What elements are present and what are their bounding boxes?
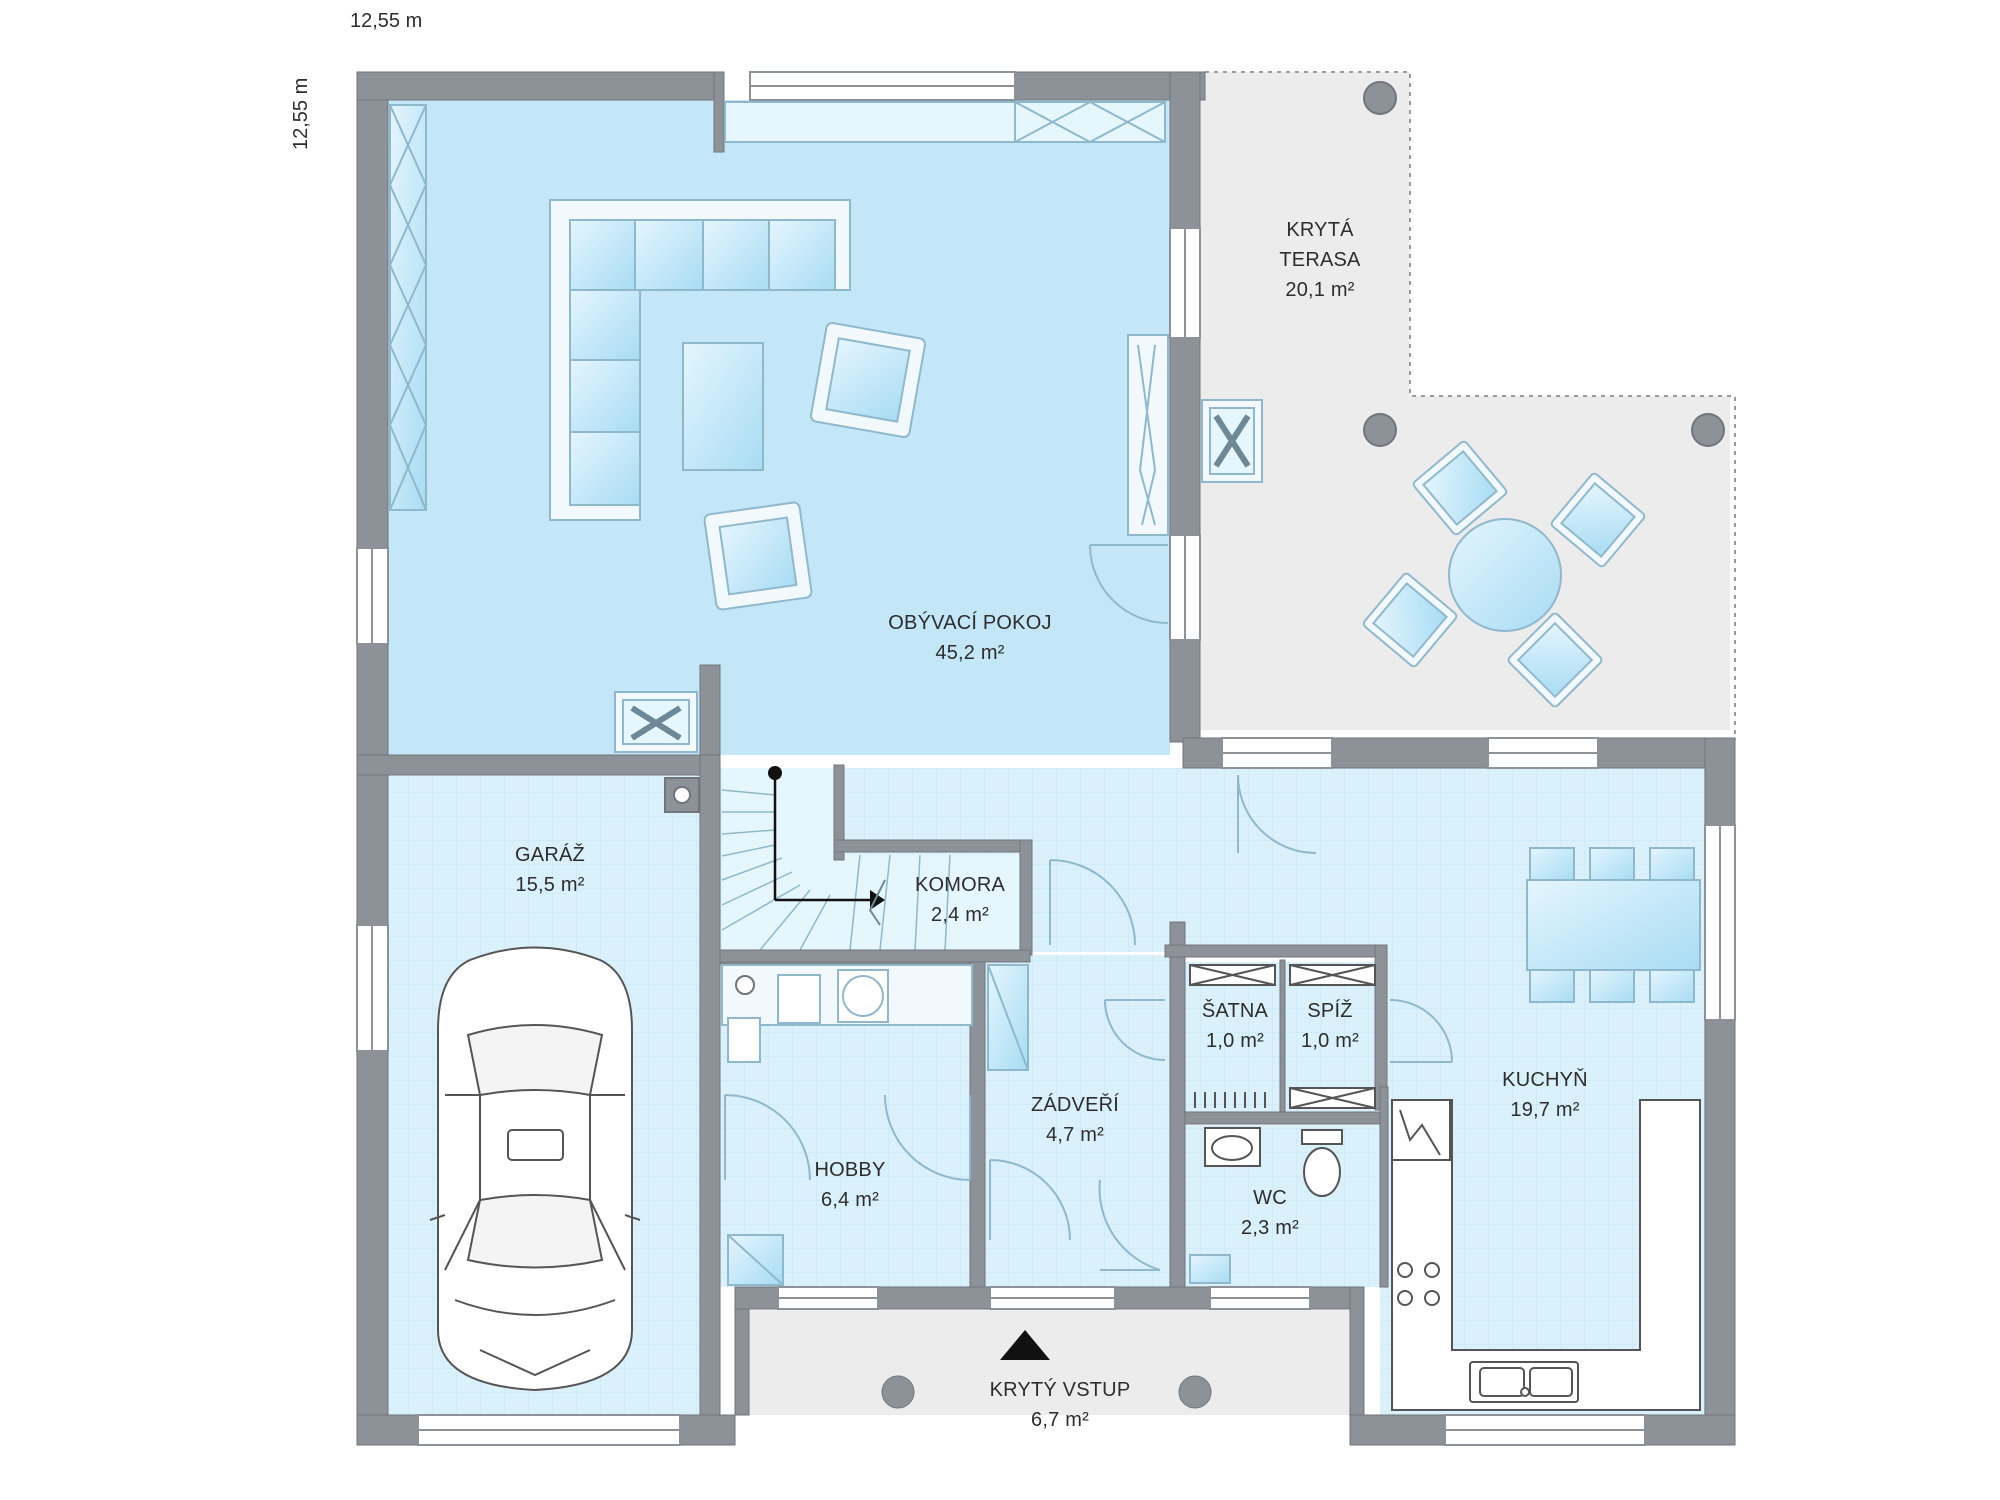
terrace-post-3 <box>1691 413 1725 447</box>
room-area: 2,3 m² <box>1241 1217 1299 1239</box>
room-area: 1,0 m² <box>1301 1030 1359 1052</box>
terrace-furniture <box>1362 81 1725 708</box>
car <box>429 946 641 1392</box>
sideboard-top <box>724 101 1016 143</box>
doors <box>724 544 1453 1271</box>
round-table <box>1448 518 1562 632</box>
hobby-items <box>721 964 1029 1286</box>
wc-fixtures <box>1189 1127 1343 1284</box>
dining-table <box>1526 879 1701 971</box>
terrace-outline <box>1205 71 1736 740</box>
terrace-chair-4 <box>1507 612 1603 708</box>
room-label-entrance: KRYTÝ VSTUP 6,7 m² <box>960 1375 1160 1435</box>
sofa-seat-5 <box>569 289 641 361</box>
room-name: WC <box>1253 1187 1287 1209</box>
sofa-seat-7 <box>569 431 641 506</box>
terrace-chair-3 <box>1362 572 1458 668</box>
room-label-hall: ZÁDVEŘÍ 4,7 m² <box>1005 1090 1145 1150</box>
room-name: KUCHYŇ <box>1502 1069 1588 1091</box>
closet-items <box>1189 964 1376 1109</box>
staircase <box>721 766 1027 951</box>
room-label-wardrobe: ŠATNA 1,0 m² <box>1190 996 1280 1056</box>
room-name-line1: KRYTÁ <box>1286 219 1354 241</box>
room-area: 20,1 m² <box>1285 279 1355 301</box>
room-area: 6,7 m² <box>1031 1409 1089 1431</box>
room-area: 19,7 m² <box>1510 1099 1580 1121</box>
room-label-garage: GARÁŽ 15,5 m² <box>480 840 620 900</box>
room-name: KOMORA <box>914 874 1006 896</box>
room-area: 2,4 m² <box>931 904 989 926</box>
room-name: HOBBY <box>814 1159 886 1181</box>
terrace-chair-1 <box>1412 440 1508 536</box>
room-area: 4,7 m² <box>1046 1124 1104 1146</box>
cooktop <box>1397 1262 1440 1306</box>
garage-items <box>429 777 700 1392</box>
windows <box>356 71 1736 1446</box>
stair-walls <box>719 764 1033 963</box>
bookshelf <box>389 104 427 511</box>
room-name: ŠATNA <box>1201 1000 1269 1022</box>
armchair-2 <box>703 501 813 611</box>
fireplace-living <box>614 691 698 753</box>
sofa-seat-4 <box>768 219 836 291</box>
room-label-kitchen: KUCHYŇ 19,7 m² <box>1470 1065 1620 1125</box>
room-label-larder: SPÍŽ 1,0 m² <box>1285 996 1375 1056</box>
room-name: SPÍŽ <box>1307 1000 1353 1022</box>
sofa-seat-3 <box>702 219 770 291</box>
room-name-line2: TERASA <box>1279 249 1361 271</box>
room-area: 15,5 m² <box>515 874 585 896</box>
room-area: 6,4 m² <box>821 1189 879 1211</box>
entry-arrow-icon <box>1000 1330 1050 1360</box>
room-label-hobby: HOBBY 6,4 m² <box>785 1155 915 1215</box>
room-label-terrace: KRYTÁ TERASA 20,1 m² <box>1240 215 1400 305</box>
toilet-bowl <box>1303 1147 1341 1197</box>
room-label-wc: WC 2,3 m² <box>1215 1183 1325 1243</box>
sofa-seat-6 <box>569 359 641 433</box>
room-name: KRYTÝ VSTUP <box>989 1379 1131 1401</box>
window-cabinet <box>1014 101 1166 143</box>
kitchen-sink <box>1469 1361 1579 1403</box>
terrace-post-2 <box>1363 413 1397 447</box>
sofa-seat-1 <box>569 219 636 291</box>
room-name: GARÁŽ <box>515 844 585 866</box>
fireplace-terrace <box>1201 399 1263 483</box>
room-label-pantry: KOMORA 2,4 m² <box>895 870 1025 930</box>
coffee-table <box>682 342 764 471</box>
tv-unit <box>1127 334 1169 536</box>
entrance-post-1 <box>881 1375 915 1409</box>
room-area: 1,0 m² <box>1206 1030 1264 1052</box>
room-area: 45,2 m² <box>935 642 1005 664</box>
dimension-width: 12,55 m <box>350 10 423 32</box>
entrance-post-2 <box>1178 1375 1212 1409</box>
terrace-post-1 <box>1363 81 1397 115</box>
toilet-tank <box>1301 1129 1343 1145</box>
sofa-seat-2 <box>634 219 704 291</box>
entrance-items <box>881 1330 1212 1409</box>
kitchen-furniture <box>1391 847 1701 1411</box>
terrace-chair-2 <box>1550 472 1646 568</box>
room-name: ZÁDVEŘÍ <box>1030 1094 1120 1116</box>
room-name: OBÝVACÍ POKOJ <box>888 612 1052 634</box>
room-label-living: OBÝVACÍ POKOJ 45,2 m² <box>850 608 1090 668</box>
dimension-height: 12,55 m <box>290 77 312 150</box>
living-furniture <box>388 101 1263 753</box>
armchair-1 <box>810 322 926 438</box>
entrance-floor <box>735 1310 1350 1415</box>
